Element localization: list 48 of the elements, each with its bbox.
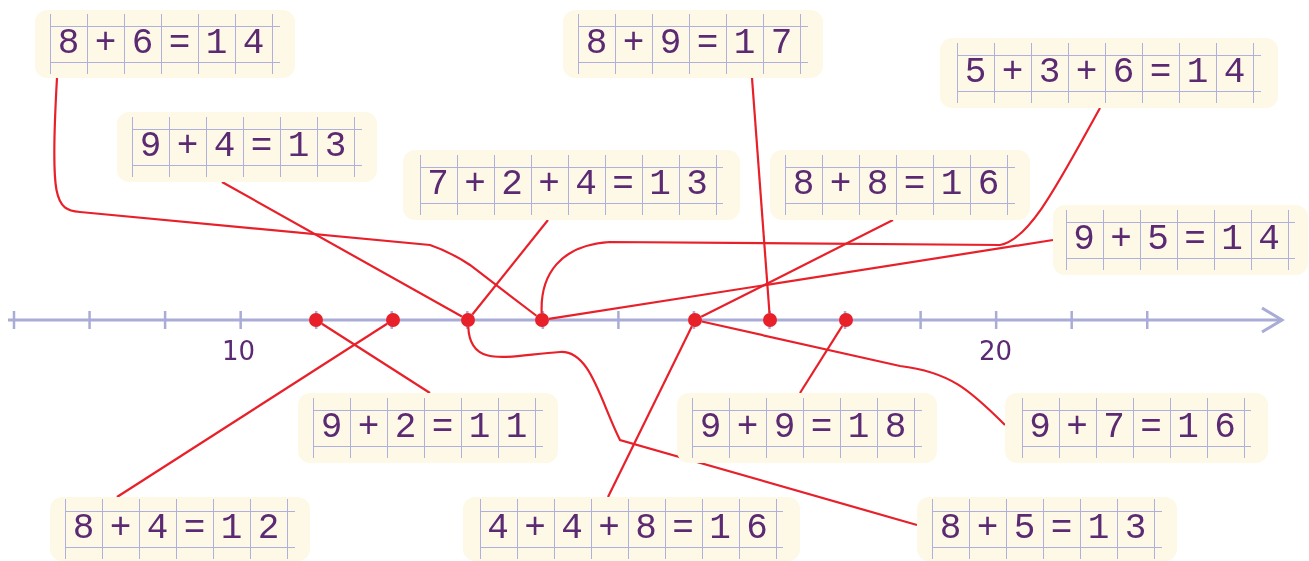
equation-text: 7+2+4=13	[419, 155, 724, 215]
equation-card	[770, 150, 1030, 220]
connector-line	[607, 325, 693, 498]
equation-card	[1053, 205, 1308, 275]
number-dot	[535, 313, 549, 327]
equation-card	[35, 10, 295, 78]
number-dot	[688, 313, 702, 327]
equation-card	[917, 497, 1177, 561]
equation-text: 4+4+8=16	[479, 499, 784, 559]
connector-line	[548, 238, 1054, 320]
connector-line	[467, 326, 918, 527]
equation-text: 5+3+6=14	[957, 43, 1261, 103]
connector-line	[471, 219, 549, 316]
equation-text: 9+4=13	[132, 117, 362, 177]
number-dot	[461, 313, 475, 327]
equation-card	[50, 497, 310, 561]
equation-card	[563, 10, 823, 78]
equation-text: 8+9=17	[578, 14, 808, 74]
connector-line	[799, 325, 844, 394]
number-dot	[763, 313, 777, 327]
equation-card	[403, 150, 740, 220]
connector-line	[701, 320, 1006, 426]
number-dot	[309, 313, 323, 327]
connector-line	[116, 322, 388, 498]
equation-card	[117, 112, 377, 182]
equation-text: 8+4=12	[65, 499, 295, 559]
equation-card	[463, 497, 800, 561]
connector-line	[321, 322, 431, 394]
number-dot	[386, 313, 400, 327]
connector-line	[700, 219, 894, 318]
equation-text: 9+5=14	[1065, 210, 1296, 270]
connector-line	[540, 107, 1101, 313]
tick-label: 10	[222, 336, 256, 366]
tick-label: 20	[979, 336, 1013, 366]
number-dot	[839, 313, 853, 327]
connector-line	[221, 181, 463, 318]
equation-text: 9+2=11	[313, 398, 543, 458]
connector-line	[750, 77, 771, 314]
equation-text: 8+5=13	[932, 499, 1162, 559]
equation-text: 8+8=16	[785, 155, 1015, 215]
equation-card	[677, 393, 937, 463]
connector-line	[53, 77, 538, 317]
equation-card	[940, 38, 1278, 108]
equation-text: 9+7=16	[1021, 398, 1252, 458]
equation-card	[298, 393, 558, 463]
equation-card	[1005, 393, 1268, 463]
equation-text: 9+9=18	[692, 398, 922, 458]
equation-text: 8+6=14	[50, 14, 280, 74]
